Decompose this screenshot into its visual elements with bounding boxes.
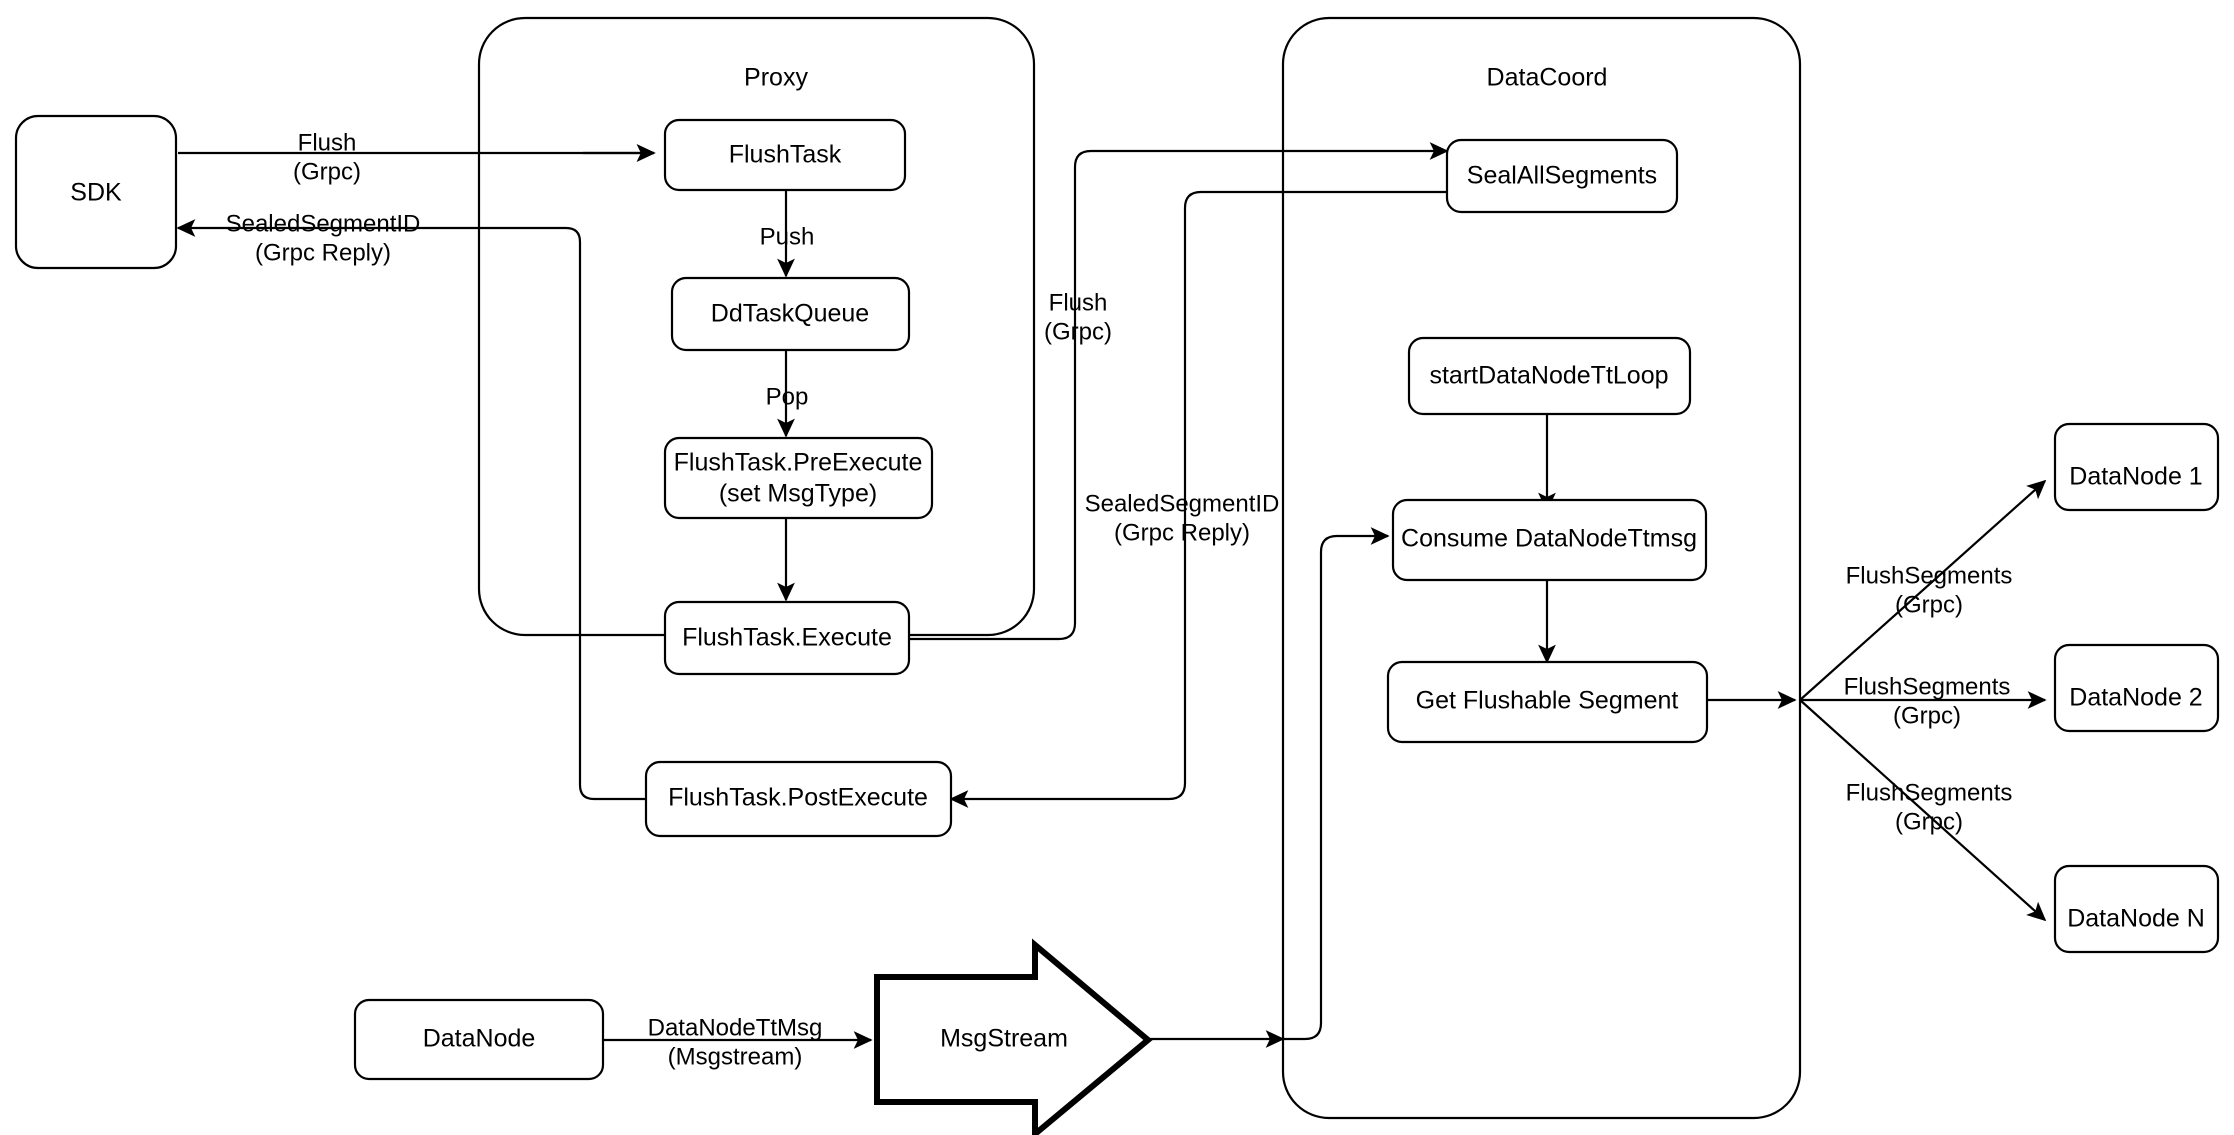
- node-flushtask-preexecute[interactable]: [663, 436, 934, 520]
- node-sdk-label: SDK: [70, 179, 122, 207]
- node-get-flushable-segment-label: Get Flushable Segment: [1416, 687, 1679, 715]
- edge-postexecute-to-sdk: [176, 219, 646, 801]
- node-msgstream-label: MsgStream: [940, 1025, 1068, 1053]
- edge-datacoord-boundary-to-consume: [1283, 527, 1390, 1041]
- edge-label-sdk-to-proxy-line2: (Grpc): [293, 158, 361, 185]
- node-flushtask-postexecute-label: FlushTask.PostExecute: [668, 784, 928, 812]
- edge-execute-to-sealallsegments: [909, 142, 1449, 641]
- node-datanode-1[interactable]: [2053, 422, 2220, 512]
- edge-label-push: Push: [760, 223, 815, 250]
- node-flushtask-execute[interactable]: [663, 600, 911, 676]
- edge-label-proxy-to-datacoord-line1: Flush: [1049, 289, 1108, 316]
- edge-label-flushsegments-n-line2: (Grpc): [1895, 808, 1963, 835]
- node-ddtaskqueue-label: DdTaskQueue: [711, 300, 869, 328]
- node-datanode-2[interactable]: [2053, 643, 2220, 733]
- edge-sealallsegments-to-postexecute: [949, 190, 1447, 808]
- node-datanode-n[interactable]: [2053, 864, 2220, 954]
- node-flushtask-preexecute-line2: (set MsgType): [719, 480, 877, 508]
- node-datanode-1-label: DataNode 1: [2069, 463, 2202, 491]
- node-datanode-2-label: DataNode 2: [2069, 684, 2202, 712]
- node-flushtask-postexecute[interactable]: [644, 760, 953, 838]
- group-datacoord-label: DataCoord: [1487, 64, 1608, 92]
- edge-hub-to-datanode1: [1799, 479, 2047, 701]
- node-flushtask-preexecute-line1: FlushTask.PreExecute: [674, 449, 923, 477]
- node-sealallsegments-label: SealAllSegments: [1467, 162, 1657, 190]
- node-start-datanode-ttloop-label: startDataNodeTtLoop: [1429, 362, 1668, 390]
- edge-label-sdk-to-proxy-line1: Flush: [298, 129, 357, 156]
- node-sdk[interactable]: [14, 114, 178, 270]
- edge-label-flushsegments-1-line1: FlushSegments: [1846, 562, 2013, 589]
- edge-label-proxy-to-datacoord-line2: (Grpc): [1044, 318, 1112, 345]
- edge-label-flushsegments-1-line2: (Grpc): [1895, 591, 1963, 618]
- group-datacoord: [1281, 16, 1802, 1120]
- node-consume-datanode-ttmsg[interactable]: [1391, 498, 1708, 582]
- node-datanode-n-label: DataNode N: [2067, 905, 2205, 933]
- edge-label-datanode-ttmsg-line2: (Msgstream): [668, 1043, 803, 1070]
- edge-label-proxy-to-sdk-line2: (Grpc Reply): [255, 239, 391, 266]
- node-datanode-source-label: DataNode: [423, 1025, 536, 1053]
- edge-label-flushsegments-2-line2: (Grpc): [1893, 702, 1961, 729]
- node-ddtaskqueue[interactable]: [670, 276, 911, 352]
- edge-label-pop: Pop: [766, 383, 809, 410]
- node-sealallsegments[interactable]: [1445, 138, 1679, 214]
- node-flushtask-label: FlushTask: [729, 141, 842, 169]
- group-proxy-label: Proxy: [744, 64, 808, 92]
- node-flushtask-execute-label: FlushTask.Execute: [682, 624, 892, 652]
- node-start-datanode-ttloop[interactable]: [1407, 336, 1692, 416]
- edge-label-datacoord-to-proxy-line1: SealedSegmentID: [1085, 490, 1280, 517]
- edge-label-flushsegments-2-line1: FlushSegments: [1844, 673, 2011, 700]
- edge-hub-to-datanoden: [1799, 699, 2047, 922]
- node-flushtask[interactable]: [663, 118, 907, 192]
- edge-label-flushsegments-n-line1: FlushSegments: [1846, 779, 2013, 806]
- node-get-flushable-segment[interactable]: [1386, 660, 1709, 744]
- node-consume-datanode-ttmsg-label: Consume DataNodeTtmsg: [1401, 525, 1697, 553]
- node-msgstream[interactable]: [874, 938, 1153, 1135]
- edge-label-datacoord-to-proxy-line2: (Grpc Reply): [1114, 519, 1250, 546]
- node-datanode-source[interactable]: [353, 998, 605, 1081]
- edge-label-datanode-ttmsg-line1: DataNodeTtMsg: [648, 1014, 823, 1041]
- edge-label-proxy-to-sdk-line1: SealedSegmentID: [226, 210, 421, 237]
